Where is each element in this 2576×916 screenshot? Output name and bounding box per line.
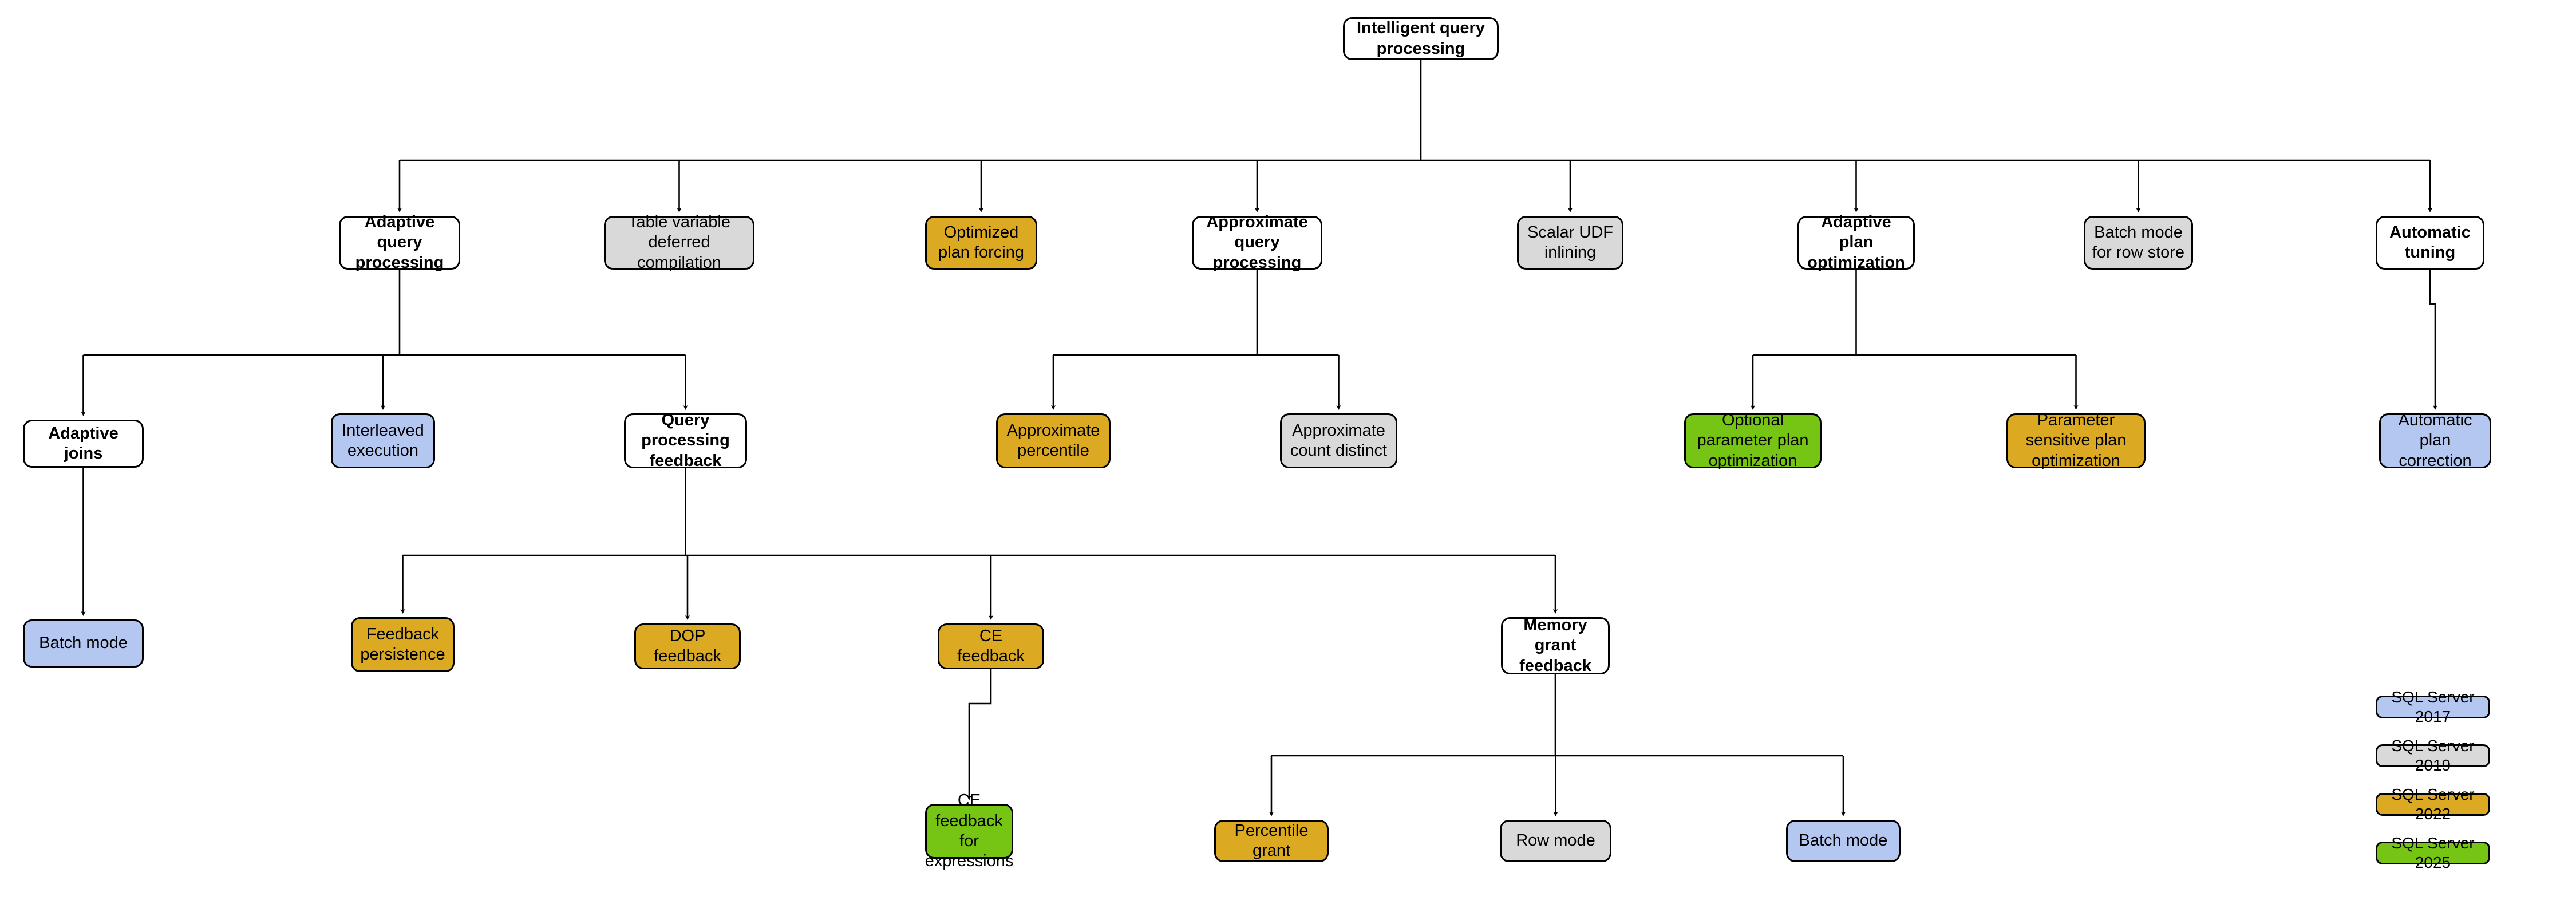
node-label: Approximate count distinct <box>1290 421 1388 460</box>
node-table-variable-deferred-compilation[interactable]: Table variable deferred compilation <box>604 213 754 272</box>
node-adaptive-plan-optimization[interactable]: Adaptive plan optimization <box>1797 213 1915 272</box>
node-label: CE feedback for expressions <box>924 791 1014 871</box>
node-label: Optimized plan forcing <box>938 223 1024 262</box>
node-scalar-udf-inlining[interactable]: Scalar UDF inlining <box>1517 216 1623 270</box>
node-label: Table variable deferred compilation <box>628 212 730 272</box>
node-label: Batch mode <box>1799 831 1888 850</box>
legend-label: SQL Server 2019 <box>2391 736 2475 774</box>
node-interleaved-execution[interactable]: Interleaved execution <box>331 413 435 468</box>
legend-sql-server-2019: SQL Server 2019 <box>2376 737 2490 774</box>
node-label: Automatic tuning <box>2389 223 2471 262</box>
node-query-processing-feedback[interactable]: Query processing feedback <box>624 410 747 470</box>
node-label: Interleaved execution <box>342 421 424 460</box>
node-label: Batch mode for row store <box>2092 223 2185 262</box>
node-memory-grant-feedback[interactable]: Memory grant feedback <box>1501 615 1610 675</box>
node-label: Memory grant feedback <box>1519 615 1591 675</box>
node-batch-mode-for-row-store[interactable]: Batch mode for row store <box>2084 216 2193 270</box>
node-approximate-count-distinct[interactable]: Approximate count distinct <box>1280 413 1397 468</box>
node-label: Parameter sensitive plan optimization <box>2025 410 2127 470</box>
legend-label: SQL Server 2025 <box>2391 834 2475 871</box>
node-batch-mode-mgf[interactable]: Batch mode <box>1786 820 1901 862</box>
node-automatic-plan-correction[interactable]: Automatic plan correction <box>2379 410 2491 470</box>
node-adaptive-joins[interactable]: Adaptive joins <box>23 420 144 468</box>
node-adaptive-query-processing[interactable]: Adaptive query processing <box>339 213 460 272</box>
legend-label: SQL Server 2022 <box>2391 785 2475 823</box>
node-optional-parameter-plan-optimization[interactable]: Optional parameter plan optimization <box>1684 410 1822 470</box>
node-label: Scalar UDF inlining <box>1527 223 1613 262</box>
legend-sql-server-2025: SQL Server 2025 <box>2376 834 2490 871</box>
node-label: Approximate percentile <box>1006 421 1100 460</box>
node-automatic-tuning[interactable]: Automatic tuning <box>2376 216 2484 270</box>
node-label: Feedback persistence <box>360 625 445 664</box>
node-percentile-grant[interactable]: Percentile grant <box>1214 820 1329 862</box>
node-approximate-query-processing[interactable]: Approximate query processing <box>1192 213 1322 272</box>
node-label: Adaptive joins <box>48 424 118 463</box>
node-label: Intelligent query processing <box>1357 19 1485 58</box>
node-row-mode[interactable]: Row mode <box>1500 820 1611 862</box>
node-optimized-plan-forcing[interactable]: Optimized plan forcing <box>925 216 1037 270</box>
node-parameter-sensitive-plan-optimization[interactable]: Parameter sensitive plan optimization <box>2006 410 2146 470</box>
legend-label: SQL Server 2017 <box>2391 688 2475 725</box>
node-approximate-percentile[interactable]: Approximate percentile <box>996 413 1111 468</box>
node-label: Approximate query processing <box>1206 212 1308 272</box>
node-root[interactable]: Intelligent query processing <box>1343 17 1499 60</box>
node-ce-feedback[interactable]: CE feedback <box>938 623 1044 669</box>
node-label: Adaptive plan optimization <box>1807 212 1905 272</box>
node-label: CE feedback <box>957 626 1025 665</box>
node-batch-mode-aj[interactable]: Batch mode <box>23 619 144 668</box>
node-label: Percentile grant <box>1234 821 1309 860</box>
node-label: Batch mode <box>39 634 128 653</box>
node-label: DOP feedback <box>654 626 721 665</box>
node-label: Automatic plan correction <box>2398 410 2472 470</box>
node-label: Optional parameter plan optimization <box>1697 410 1809 470</box>
legend-sql-server-2022: SQL Server 2022 <box>2376 785 2490 823</box>
node-ce-feedback-for-expressions[interactable]: CE feedback for expressions <box>925 791 1014 870</box>
node-label: Adaptive query processing <box>355 212 444 272</box>
node-label: Row mode <box>1516 831 1595 850</box>
node-label: Query processing feedback <box>641 410 730 470</box>
node-dop-feedback[interactable]: DOP feedback <box>634 623 741 669</box>
node-feedback-persistence[interactable]: Feedback persistence <box>351 617 455 672</box>
legend-sql-server-2017: SQL Server 2017 <box>2376 688 2490 725</box>
